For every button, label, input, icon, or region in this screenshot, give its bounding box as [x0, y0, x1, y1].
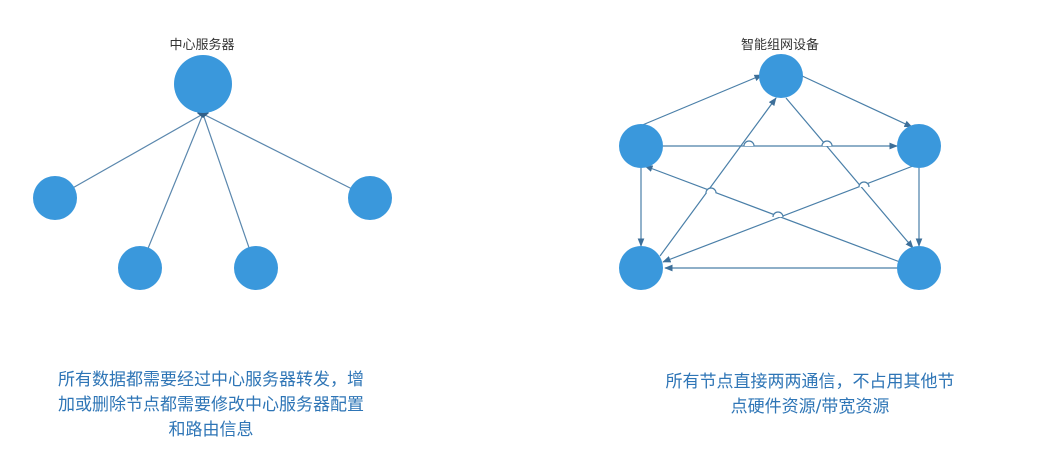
- hop-3: [705, 187, 717, 194]
- mesh-node-top: [759, 54, 803, 98]
- star-nodes: [33, 55, 392, 290]
- client-node-1: [33, 176, 77, 220]
- mesh-node-lower-right: [897, 246, 941, 290]
- right-caption-line: 所有节点直接两两通信，不占用其他节: [665, 372, 955, 392]
- right-caption-line: 点硬件资源/带宽资源: [730, 397, 890, 417]
- mesh-link-j: [662, 165, 914, 263]
- hop-1: [743, 140, 755, 147]
- hop-2: [821, 140, 833, 147]
- client-node-4: [348, 176, 392, 220]
- left-caption-line: 和路由信息: [168, 420, 254, 440]
- mesh-link-g: [659, 97, 777, 257]
- mesh-link-i: [644, 165, 901, 263]
- hop-5: [772, 211, 784, 218]
- star-link-4: [202, 113, 371, 199]
- star-link-3: [202, 113, 257, 269]
- client-node-2: [118, 246, 162, 290]
- mesh-link-a: [639, 74, 763, 127]
- mesh-nodes: [619, 54, 941, 290]
- mesh-line-hops: [705, 140, 870, 218]
- left-caption-line: 所有数据都需要经过中心服务器转发，增: [58, 370, 364, 390]
- central-server-node: [174, 55, 232, 113]
- mesh-topology: [637, 74, 923, 272]
- mesh-device-label: 智能组网设备: [740, 38, 820, 53]
- star-topology: [54, 113, 371, 269]
- client-node-3: [234, 246, 278, 290]
- left-caption: 所有数据都需要经过中心服务器转发，增 加或删除节点都需要修改中心服务器配置 和路…: [58, 368, 364, 443]
- star-link-2: [139, 113, 204, 269]
- mesh-link-h: [785, 97, 914, 249]
- hop-4: [858, 181, 870, 188]
- mesh-node-lower-left: [619, 246, 663, 290]
- mesh-node-upper-right: [897, 124, 941, 168]
- right-caption: 所有节点直接两两通信，不占用其他节 点硬件资源/带宽资源: [666, 370, 955, 420]
- central-server-label: 中心服务器: [169, 38, 235, 53]
- mesh-node-upper-left: [619, 124, 663, 168]
- left-caption-line: 加或删除节点都需要修改中心服务器配置: [58, 395, 364, 415]
- mesh-link-b: [799, 74, 913, 128]
- star-link-1: [54, 113, 204, 199]
